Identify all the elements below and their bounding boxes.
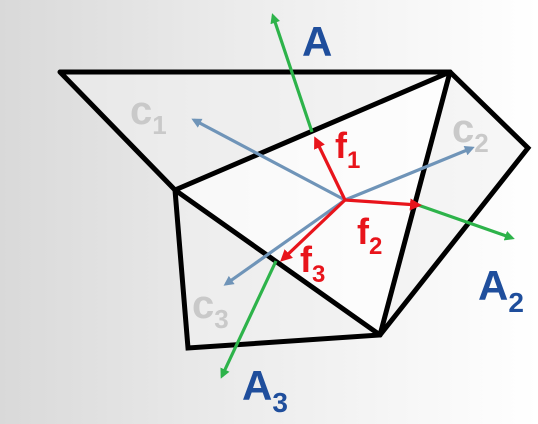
- label-f3-sub: 3: [312, 261, 325, 288]
- label-A2: A2: [478, 262, 524, 318]
- A3-arrow: [220, 260, 278, 379]
- label-A3: A3: [242, 362, 288, 418]
- label-c3-sub: 3: [214, 304, 228, 334]
- label-c2-sub: 2: [474, 128, 488, 158]
- f1-arrow: [314, 136, 347, 201]
- f3-arrow: [280, 198, 347, 262]
- c1-arrow: [191, 118, 346, 202]
- label-f2-main: f: [357, 211, 370, 252]
- face-left: [175, 190, 380, 348]
- f2-arrow: [344, 198, 422, 211]
- label-f1-main: f: [335, 125, 348, 166]
- edge-center-left: [172, 187, 383, 338]
- label-A: A: [302, 18, 332, 65]
- label-f2-sub: 2: [369, 233, 382, 260]
- label-c3: c3: [192, 283, 229, 334]
- label-c3-main: c: [192, 283, 214, 327]
- label-c2: c2: [452, 107, 489, 158]
- label-f2: f2: [357, 211, 382, 260]
- A2-arrow: [417, 203, 515, 241]
- label-f3: f3: [300, 239, 325, 288]
- label-A2-main: A: [478, 262, 508, 309]
- label-A2-sub: 2: [508, 287, 524, 318]
- c2-arrow: [344, 146, 475, 202]
- label-A3-main: A: [242, 362, 272, 409]
- face-center: [175, 72, 450, 335]
- label-c2-main: c: [452, 107, 474, 151]
- label-f3-main: f: [300, 239, 313, 280]
- label-c1-sub: 1: [152, 110, 166, 140]
- face-right: [380, 72, 528, 335]
- label-A3-sub: 3: [272, 387, 288, 418]
- label-A-main: A: [302, 18, 332, 65]
- c3-arrow: [223, 198, 346, 286]
- label-f1-sub: 1: [347, 147, 360, 174]
- label-c1: c1: [130, 89, 167, 140]
- label-c1-main: c: [130, 89, 152, 133]
- label-f1: f1: [335, 125, 360, 174]
- A-arrow: [270, 13, 314, 133]
- face-top: [60, 72, 450, 190]
